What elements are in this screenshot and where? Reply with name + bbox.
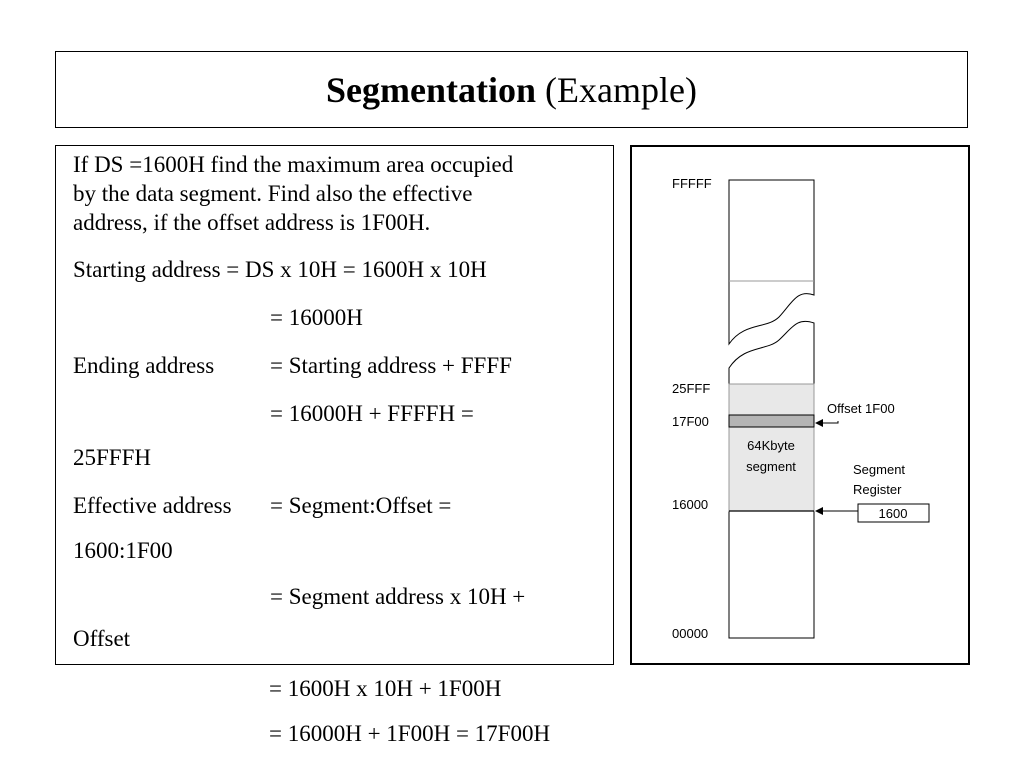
problem-line-2: by the data segment. Find also the effec… [73,181,473,206]
effective-seg-offset: 1600:1F00 [73,538,173,563]
end-address-calc: = 16000H + FFFFH = [270,401,474,426]
segment-register-label-2: Register [853,482,902,497]
effective-offset-word: Offset [73,626,131,651]
memory-column-upper [728,179,815,346]
memory-map-svg: FFFFF 25FFF 17F00 16000 00000 64Kbyte se… [672,176,930,641]
title-rest: (Example) [536,69,697,110]
start-address-line: Starting address = DS x 10H = 1600H x 10… [73,257,487,282]
effective-address-calc: = 1600H x 10H + 1F00H [269,676,502,701]
addr-16000-label: 16000 [672,497,708,512]
end-address-expr: = Starting address + FFFF [270,353,512,378]
segment-label-line-1: 64Kbyte [747,438,795,453]
addr-00000-label: 00000 [672,626,708,641]
effective-address-label: Effective address [73,493,232,518]
addr-fffff-label: FFFFF [672,176,712,191]
effective-address-expr: = Segment:Offset = [270,493,452,518]
segment-register-value: 1600 [879,506,908,521]
effective-address-formula: = Segment address x 10H + [270,584,526,609]
offset-arrow [815,419,839,427]
problem-line-1: If DS =1600H find the maximum area occup… [73,152,514,177]
segment-block [728,383,815,512]
offset-band [728,414,815,428]
offset-label: Offset 1F00 [827,401,895,416]
text-panel: If DS =1600H find the maximum area occup… [55,145,614,665]
segment-register-label-1: Segment [853,462,905,477]
start-address-result: = 16000H [270,305,363,330]
addr-25fff-label: 25FFF [672,381,710,396]
title-bold: Segmentation [326,69,537,110]
end-address-label: Ending address [73,353,215,378]
slide-title: Segmentation (Example) [55,51,968,128]
segment-label-line-2: segment [746,459,796,474]
effective-address-result: = 16000H + 1F00H = 17F00H [269,721,551,746]
memory-map-diagram: FFFFF 25FFF 17F00 16000 00000 64Kbyte se… [630,145,970,665]
addr-17f00-label: 17F00 [672,414,709,429]
end-address-result: 25FFFH [73,445,151,470]
segment-register-box [857,503,930,523]
problem-line-3: address, if the offset address is 1F00H. [73,210,431,235]
